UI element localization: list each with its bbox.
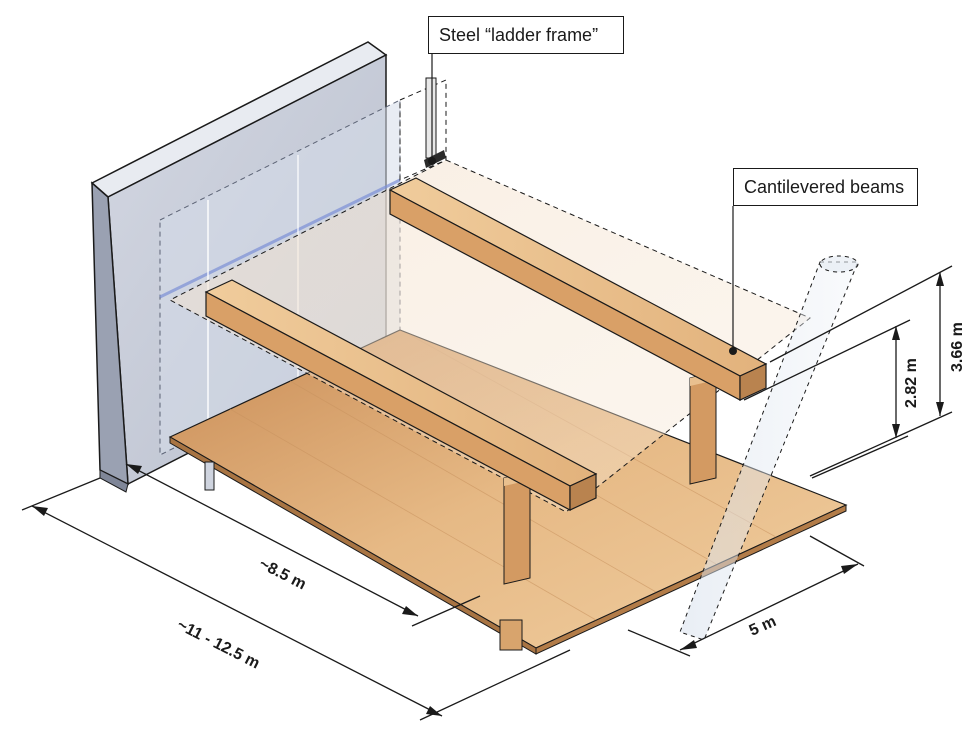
roof-outline [168,159,811,513]
beam-back [388,177,768,401]
timber-columns [503,371,717,585]
dim-label-height-upper: 3.66 m [949,322,966,372]
beam-front-end [569,473,597,511]
beam-front [204,279,598,511]
deck-edge-left [169,436,537,655]
column-front [503,471,531,585]
dimension-lines [21,265,953,721]
dim-depth [679,563,859,651]
dim-label-height-lower: 2.82 m [903,358,920,408]
steel-post-top [425,77,437,159]
cantilevered-beams [204,157,768,511]
deck-leg-front [499,619,523,651]
column-back [689,371,717,485]
beam-back-end [739,363,767,401]
dim-label-outer-span: ~11 - 12.5 m [174,616,262,672]
callout-leaders [431,54,734,351]
steel-ladder-frame-label: Steel “ladder frame” [428,16,624,54]
deck-leg-left [204,461,215,491]
frame-blue-rail [159,178,401,299]
dim-inner-span [125,463,419,617]
dimension-arrowheads [32,272,944,716]
cantilevered-beams-label: Cantilevered beams [733,168,918,206]
roof-plane [168,159,811,513]
dim-label-depth: 5 m [747,613,779,640]
trunk-top [819,255,859,273]
tree-trunk [679,255,859,641]
wall-base [99,469,129,493]
dim-outer-span [31,505,443,717]
dim-label-inner-span: ~8.5 m [256,555,309,593]
